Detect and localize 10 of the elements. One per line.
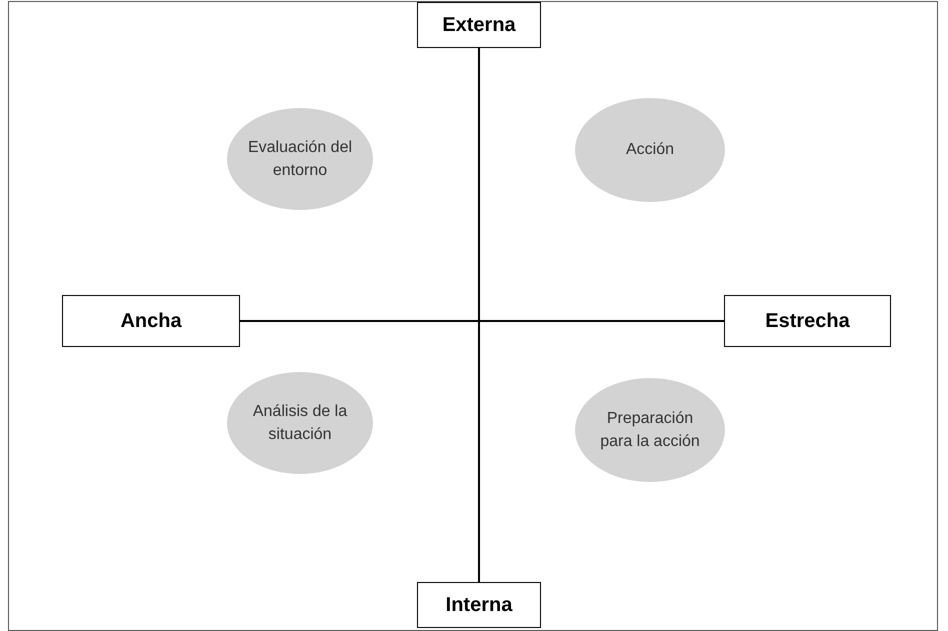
axis-line (478, 48, 480, 582)
axis-label-box: Estrecha (724, 295, 891, 347)
axis-label-box: Ancha (62, 295, 240, 347)
quadrant-ellipse: Análisis de la situación (227, 372, 373, 474)
axis-line (240, 320, 724, 322)
axis-label-box: Interna (417, 582, 541, 628)
axis-label-box: Externa (417, 2, 541, 48)
quadrant-ellipse: Evaluación del entorno (227, 108, 373, 210)
quadrant-ellipse: Acción (575, 98, 725, 202)
quadrant-ellipse: Preparación para la acción (575, 378, 725, 482)
